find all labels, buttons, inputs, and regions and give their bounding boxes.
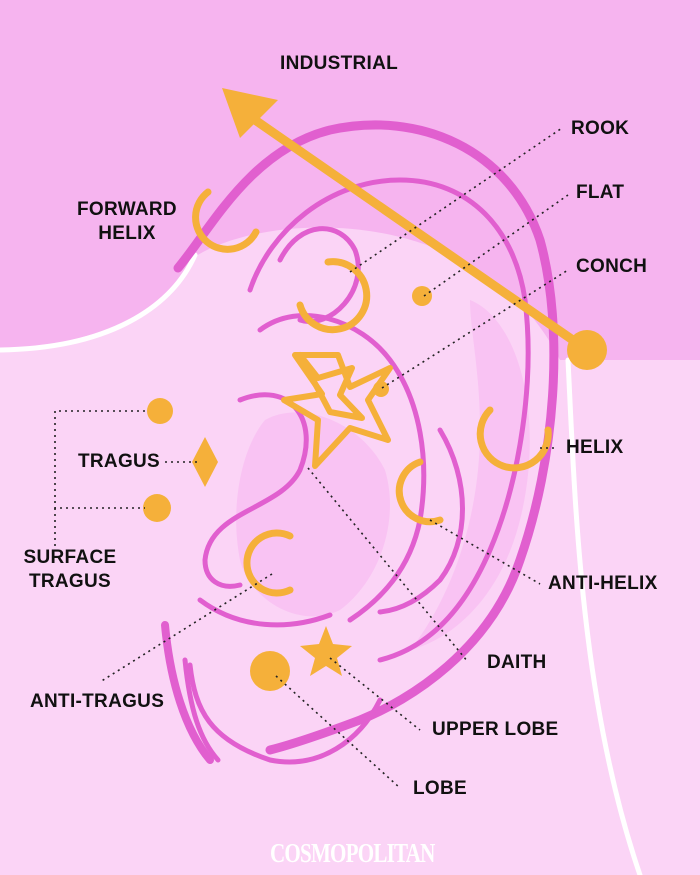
leader-upper-lobe bbox=[329, 657, 421, 731]
conch-star-icon bbox=[297, 352, 365, 421]
leader-lobe bbox=[275, 675, 401, 789]
helix-fill bbox=[410, 300, 530, 650]
label-upper-lobe: UPPER LOBE bbox=[432, 719, 559, 740]
rook-ring bbox=[296, 258, 371, 334]
concha-curve bbox=[277, 226, 361, 324]
industrial-ball bbox=[567, 330, 607, 370]
leader-anti-tragus bbox=[99, 573, 273, 683]
tragus-stud-bottom bbox=[143, 494, 171, 522]
label-rook: ROOK bbox=[571, 118, 630, 139]
industrial-bar bbox=[250, 115, 585, 350]
antitragus-curve bbox=[197, 597, 333, 628]
anti-helix-ring bbox=[395, 458, 444, 526]
neck-line bbox=[565, 357, 643, 875]
label-forward-helix-line2: HELIX bbox=[98, 223, 156, 244]
jaw-line bbox=[0, 252, 198, 353]
tragus-diamond-icon bbox=[192, 437, 218, 487]
label-surface-tragus-line1: SURFACE bbox=[23, 547, 117, 568]
upper-lobe-star-icon bbox=[300, 626, 352, 676]
label-flat: FLAT bbox=[576, 182, 625, 203]
ear-inner-rim bbox=[247, 177, 531, 663]
forward-helix-ring bbox=[192, 188, 260, 253]
concha-fill bbox=[236, 412, 390, 617]
industrial-arrow-icon bbox=[222, 88, 278, 138]
anti-tragus-ring bbox=[243, 529, 294, 597]
lobe-stud bbox=[250, 651, 290, 691]
lobe-outline bbox=[187, 662, 383, 765]
cheek-line-2 bbox=[182, 657, 221, 763]
flat-stud bbox=[412, 286, 432, 306]
label-industrial: INDUSTRIAL bbox=[280, 53, 399, 74]
leader-rook bbox=[349, 127, 563, 273]
label-daith: DAITH bbox=[487, 652, 547, 673]
leader-lines bbox=[54, 127, 569, 789]
label-forward-helix-line1: FORWARD bbox=[77, 199, 177, 220]
label-surface-tragus-line2: TRAGUS bbox=[28, 571, 112, 592]
label-helix: HELIX bbox=[566, 437, 624, 458]
label-lobe: LOBE bbox=[413, 778, 467, 799]
brand-logo: COSMOPOLITAN bbox=[270, 838, 435, 868]
tragus-stud-top bbox=[147, 398, 173, 424]
neck-shape bbox=[0, 0, 190, 340]
leader-conch bbox=[381, 269, 569, 389]
label-conch: CONCH bbox=[576, 256, 648, 277]
label-anti-tragus: ANTI-TRAGUS bbox=[30, 691, 165, 712]
label-forward-helix: FORWARD HELIX bbox=[72, 198, 182, 246]
helix-ring bbox=[476, 406, 552, 472]
cheek-line-1 bbox=[161, 621, 214, 764]
label-tragus: TRAGUS bbox=[78, 451, 161, 472]
inner-contour bbox=[377, 427, 465, 615]
label-anti-helix: ANTI-HELIX bbox=[548, 573, 658, 594]
label-surface-tragus: SURFACE TRAGUS bbox=[15, 546, 125, 594]
leader-surface-tragus bbox=[54, 410, 145, 509]
